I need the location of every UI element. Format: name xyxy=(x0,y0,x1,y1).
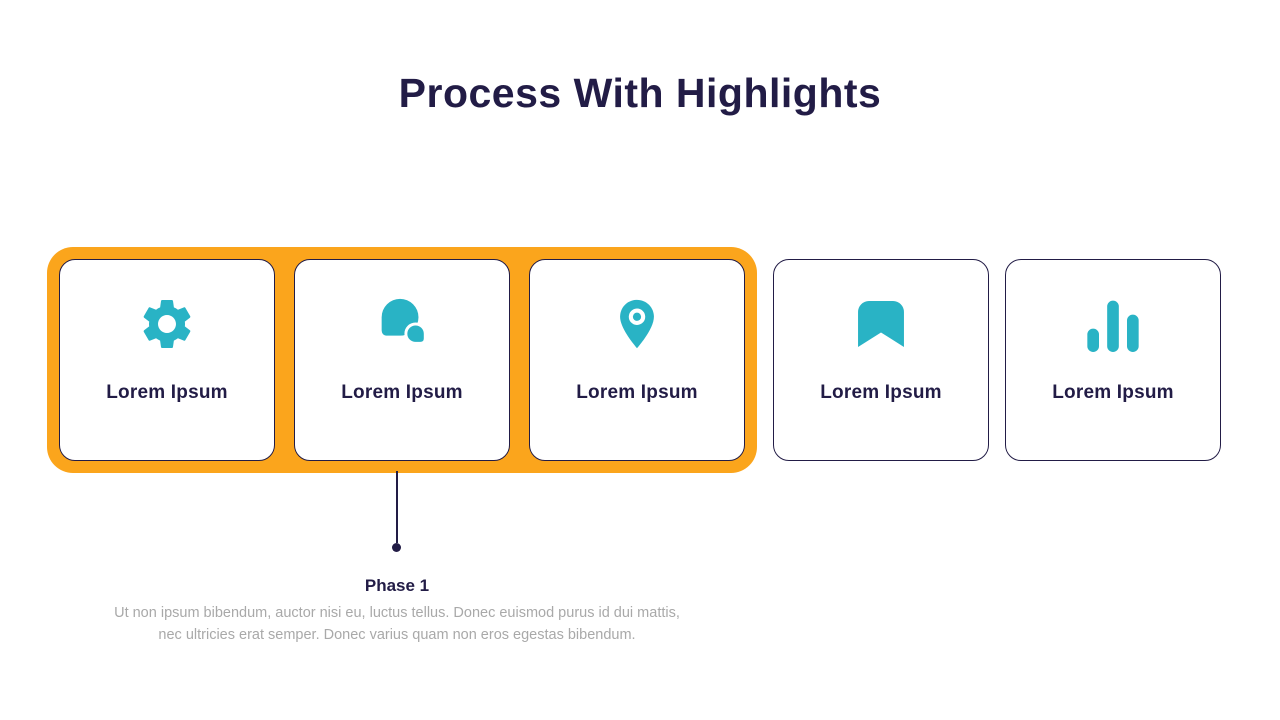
phase-label: Phase 1 xyxy=(364,576,430,595)
process-card-1: Lorem Ipsum xyxy=(59,259,275,461)
bar-chart-icon xyxy=(1085,292,1141,356)
card-label: Lorem Ipsum xyxy=(1052,382,1174,403)
phase-description: Ut non ipsum bibendum, auctor nisi eu, l… xyxy=(114,605,680,644)
bookmark-icon xyxy=(852,292,910,356)
process-card-3: Lorem Ipsum xyxy=(529,259,745,461)
location-pin-icon xyxy=(608,292,666,356)
highlight-group: Lorem Ipsum Lorem Ipsum Lorem Ipsum xyxy=(47,247,757,473)
process-card-5: Lorem Ipsum xyxy=(1005,259,1221,461)
card-label: Lorem Ipsum xyxy=(341,382,463,403)
process-card-4: Lorem Ipsum xyxy=(773,259,989,461)
chat-bubbles-icon xyxy=(371,292,433,356)
process-cards-row: Lorem Ipsum Lorem Ipsum Lorem Ipsum xyxy=(47,247,1221,473)
card-label: Lorem Ipsum xyxy=(820,382,942,403)
gear-icon xyxy=(137,292,197,356)
page-title: Process With Highlights xyxy=(398,70,882,116)
card-label: Lorem Ipsum xyxy=(576,382,698,403)
card-label: Lorem Ipsum xyxy=(106,382,228,403)
phase-connector-dot xyxy=(392,543,401,552)
process-card-2: Lorem Ipsum xyxy=(294,259,510,461)
phase-connector-line xyxy=(396,471,398,543)
